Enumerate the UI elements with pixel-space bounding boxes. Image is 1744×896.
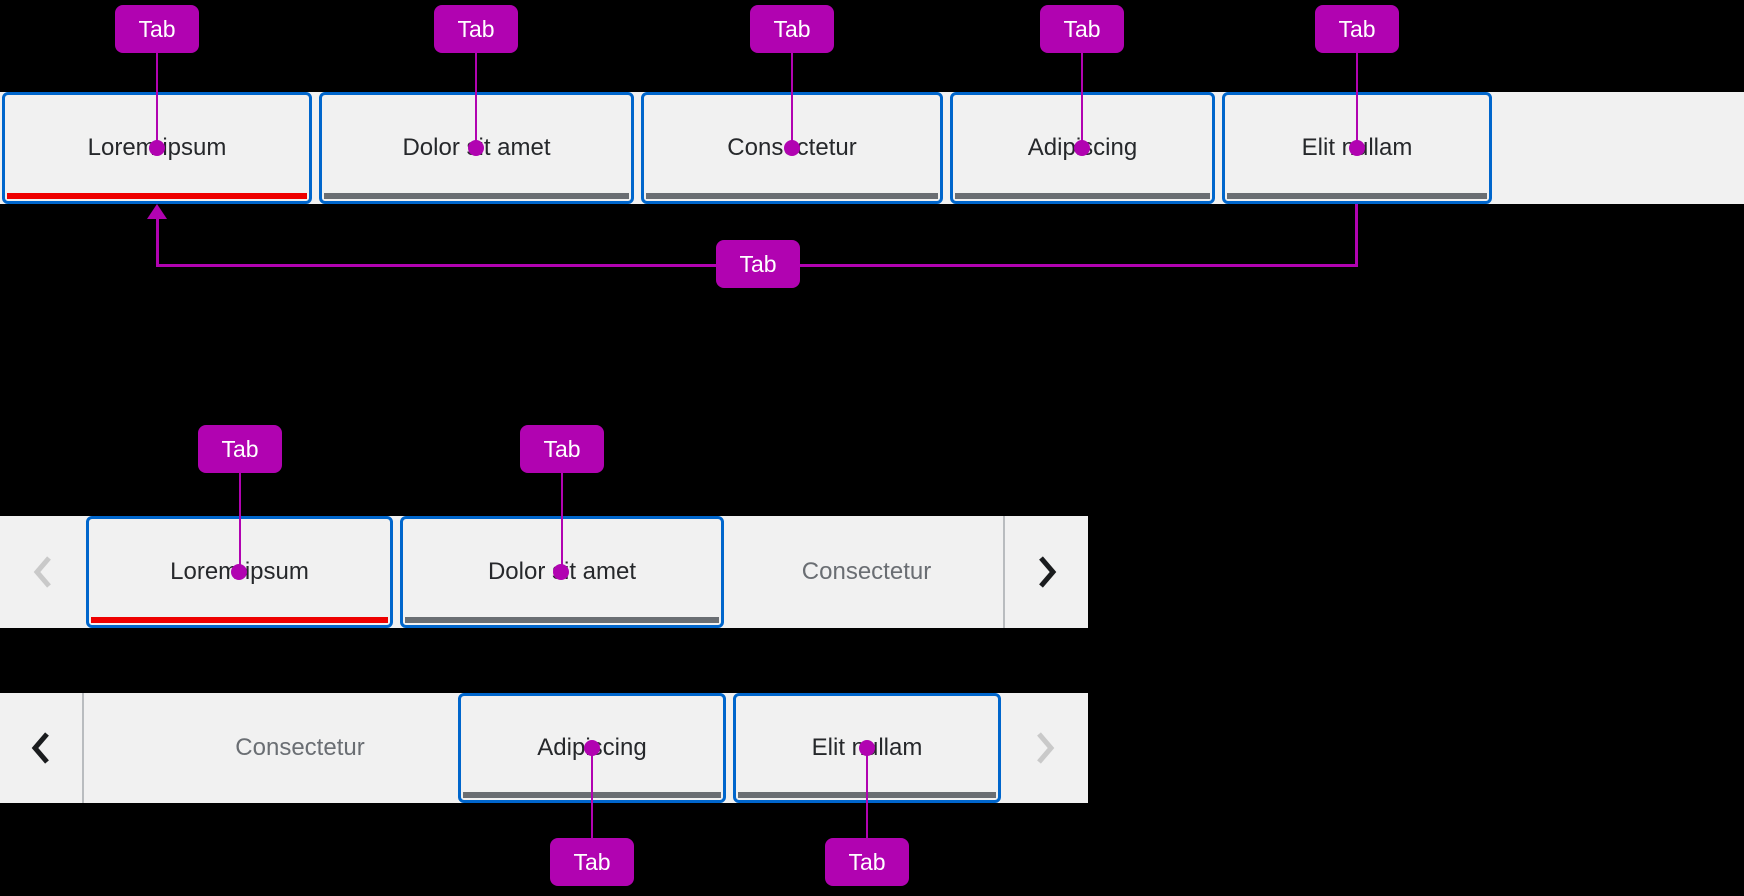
selected-tab-indicator	[91, 617, 388, 623]
annotation-arrowhead	[147, 204, 167, 219]
angle-right-icon	[1038, 556, 1056, 588]
annotation-connector-line	[1355, 204, 1358, 266]
angle-right-icon	[1036, 732, 1054, 764]
tab-annotation-label: Tab	[1315, 5, 1399, 53]
tab-annotation-label: Tab	[716, 240, 800, 288]
tab-annotation-label: Tab	[550, 838, 634, 886]
tab-label: Consectetur	[801, 558, 932, 585]
scroll-button-separator	[82, 693, 84, 803]
annotation-dot	[584, 740, 600, 756]
tab-annotation-label: Tab	[750, 5, 834, 53]
tab-annotation-label: Tab	[825, 838, 909, 886]
annotation-connector-line	[1356, 50, 1358, 148]
annotation-connector-line	[866, 748, 868, 838]
tab-annotation-label: Tab	[115, 5, 199, 53]
tab-bottom-border	[405, 617, 719, 623]
scroll-button-separator	[1003, 516, 1005, 628]
annotation-dot	[784, 140, 800, 156]
annotation-connector-line	[791, 50, 793, 148]
tab-consectetur-partial[interactable]: Consectetur	[100, 693, 500, 803]
annotation-dot	[1074, 140, 1090, 156]
annotation-connector-line	[561, 470, 563, 572]
tab-bottom-border	[1227, 193, 1487, 199]
scroll-left-button[interactable]	[0, 693, 82, 803]
annotation-dot	[149, 140, 165, 156]
scroll-right-button[interactable]	[1005, 516, 1088, 628]
tab-annotation-label: Tab	[198, 425, 282, 473]
selected-tab-indicator	[7, 193, 307, 199]
annotation-connector-line	[239, 470, 241, 572]
annotation-connector-line	[591, 748, 593, 838]
tab-label: Consectetur	[235, 734, 365, 761]
scroll-left-button[interactable]	[0, 516, 86, 628]
tab-bottom-border	[324, 193, 629, 199]
tab-annotation-label: Tab	[434, 5, 518, 53]
tab-annotation-label: Tab	[1040, 5, 1124, 53]
tab-annotation-label: Tab	[520, 425, 604, 473]
tab-consectetur-partial[interactable]: Consectetur	[730, 516, 1003, 628]
tab-bottom-border	[955, 193, 1210, 199]
angle-left-icon	[31, 732, 49, 764]
tab-bottom-border	[646, 193, 938, 199]
annotation-dot	[231, 564, 247, 580]
annotation-connector-line	[1081, 50, 1083, 148]
annotation-dot	[859, 740, 875, 756]
annotation-dot	[1349, 140, 1365, 156]
annotation-connector-line	[475, 50, 477, 148]
annotation-connector-line	[156, 218, 159, 266]
annotation-dot	[468, 140, 484, 156]
annotation-connector-line	[156, 50, 158, 148]
angle-left-icon	[33, 556, 51, 588]
scroll-right-button[interactable]	[1001, 693, 1088, 803]
annotation-dot	[553, 564, 569, 580]
